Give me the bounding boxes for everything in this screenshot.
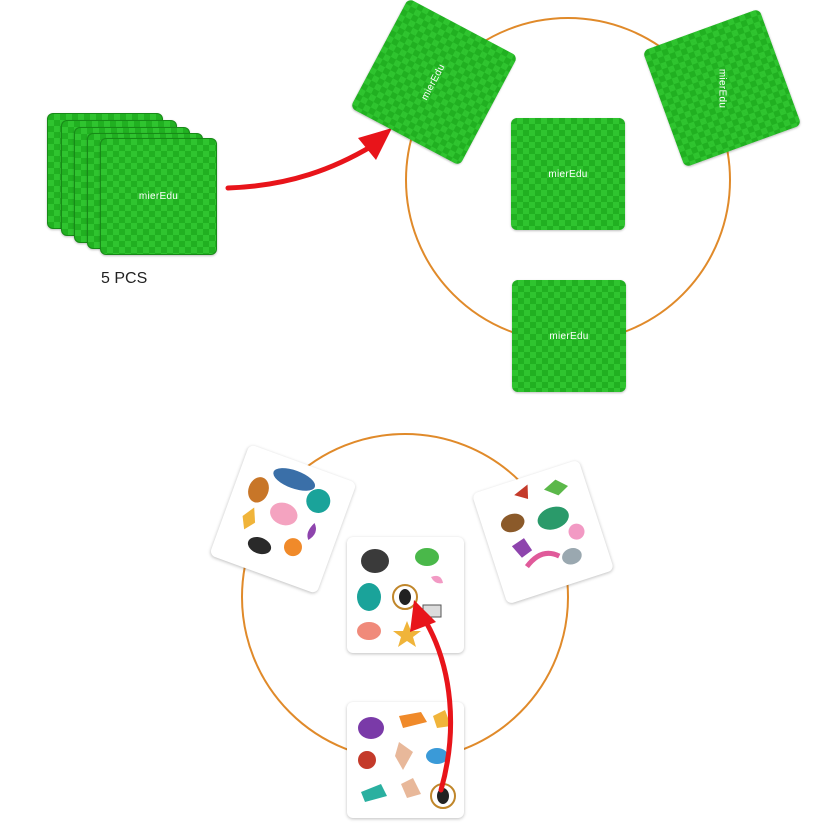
grasshopper-icon bbox=[543, 479, 569, 496]
camel-icon bbox=[401, 778, 421, 798]
picture-card-bottom[interactable] bbox=[347, 702, 464, 818]
animal-illustrations bbox=[357, 548, 443, 647]
lizard-icon bbox=[307, 523, 316, 540]
hedgehog-icon bbox=[358, 717, 384, 739]
elephant-icon bbox=[270, 502, 298, 526]
starfish-icon bbox=[393, 621, 421, 647]
octopus-icon bbox=[283, 538, 302, 557]
frog-icon bbox=[415, 548, 439, 566]
brand-logo: mierEdu bbox=[138, 191, 179, 202]
ant-icon bbox=[358, 751, 376, 769]
horse-icon bbox=[500, 513, 525, 533]
peacock-icon bbox=[357, 583, 381, 611]
dolphin-icon bbox=[426, 748, 448, 764]
animal-illustrations bbox=[358, 710, 456, 809]
deck-card-5[interactable]: mierEdu bbox=[100, 138, 217, 255]
bird-icon bbox=[511, 538, 533, 558]
owl-icon bbox=[248, 477, 269, 503]
animal-illustrations bbox=[500, 479, 585, 569]
match-circle-icon bbox=[392, 584, 418, 610]
animal-illustrations bbox=[242, 468, 331, 557]
turtle-icon bbox=[537, 506, 569, 530]
dealt-card-center[interactable]: mierEdu bbox=[511, 118, 625, 230]
crocodile-icon bbox=[361, 784, 387, 802]
wolf-icon bbox=[247, 536, 272, 555]
deck-count-label: 5 PCS bbox=[101, 270, 148, 287]
tiger-icon bbox=[399, 712, 427, 728]
brand-logo: mierEdu bbox=[548, 168, 588, 180]
toucan-icon bbox=[514, 484, 529, 499]
jellyfish-icon bbox=[568, 523, 585, 540]
picture-card-left[interactable] bbox=[209, 444, 357, 594]
worm-icon bbox=[431, 575, 443, 584]
pig-icon bbox=[357, 622, 381, 640]
peacock-icon bbox=[306, 488, 331, 513]
picture-card-center[interactable] bbox=[347, 537, 464, 653]
kangaroo-icon bbox=[433, 710, 451, 728]
dealt-card-bottom[interactable]: mierEdu bbox=[512, 280, 626, 392]
gorilla-icon bbox=[361, 549, 389, 573]
rabbit-icon bbox=[242, 507, 256, 530]
penguin-icon bbox=[399, 589, 411, 605]
worm-icon bbox=[524, 550, 561, 569]
koala-icon bbox=[562, 548, 582, 565]
deer-icon bbox=[395, 742, 413, 770]
whale-icon bbox=[273, 468, 316, 491]
brand-logo: mierEdu bbox=[549, 330, 589, 342]
picture-card-right[interactable] bbox=[471, 459, 615, 605]
